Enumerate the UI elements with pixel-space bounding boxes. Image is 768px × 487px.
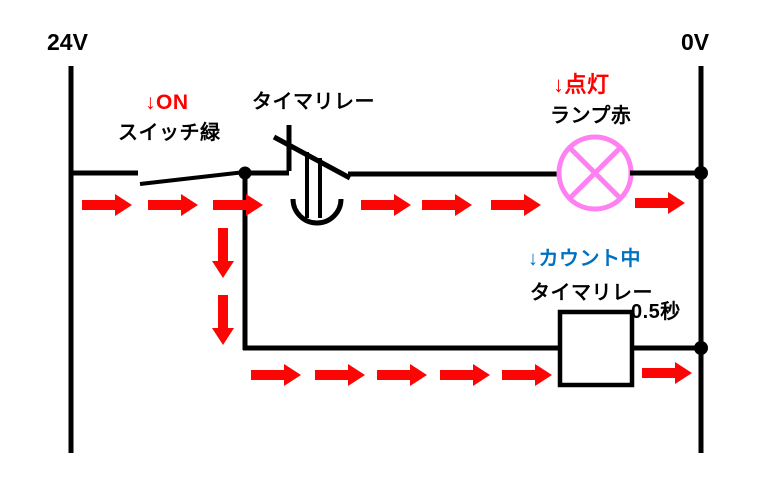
- flow-arrow: [422, 194, 472, 216]
- junction-dot-bottom-right: [694, 341, 708, 355]
- flow-arrow: [251, 364, 301, 386]
- timer-contact-symbol: [272, 125, 352, 226]
- time-delay-arc: [290, 198, 344, 226]
- switch-name-label: スイッチ緑: [118, 122, 221, 144]
- timer-duration-label: 0.5秒: [631, 301, 681, 323]
- junction-dot-branch: [238, 166, 252, 180]
- flow-arrow: [213, 194, 263, 216]
- switch-blade-closed: [139, 170, 246, 186]
- flow-arrow: [635, 192, 685, 214]
- switch-on-status: ↓ON: [145, 91, 189, 114]
- lamp-lit-status: ↓点灯: [553, 72, 610, 97]
- lamp-name-label: ランプ赤: [550, 105, 632, 127]
- voltage-label-0v: 0V: [681, 29, 710, 55]
- flow-arrow: [82, 194, 132, 216]
- flow-arrows-branch: [212, 228, 234, 345]
- flow-arrow: [642, 362, 692, 384]
- junction-dot-top-right: [694, 166, 708, 180]
- voltage-label-24v: 24V: [47, 29, 88, 55]
- lamp-symbol: [556, 134, 634, 212]
- timer-coil-label: タイマリレー: [530, 282, 653, 304]
- flow-arrow: [491, 194, 541, 216]
- timer-counting-status: ↓カウント中: [528, 248, 641, 270]
- timer-coil-box: [557, 309, 635, 388]
- lamp-x-stroke-2: [567, 145, 623, 201]
- flow-arrow: [377, 364, 427, 386]
- flow-arrow: [315, 364, 365, 386]
- flow-arrow-down: [212, 295, 234, 345]
- flow-arrow: [148, 194, 198, 216]
- flow-arrow: [502, 364, 552, 386]
- flow-arrow: [361, 194, 411, 216]
- flow-arrow-down: [212, 228, 234, 278]
- contact-moving-blade: [272, 134, 352, 181]
- flow-arrow: [440, 364, 490, 386]
- timer-contact-label: タイマリレー: [252, 91, 375, 113]
